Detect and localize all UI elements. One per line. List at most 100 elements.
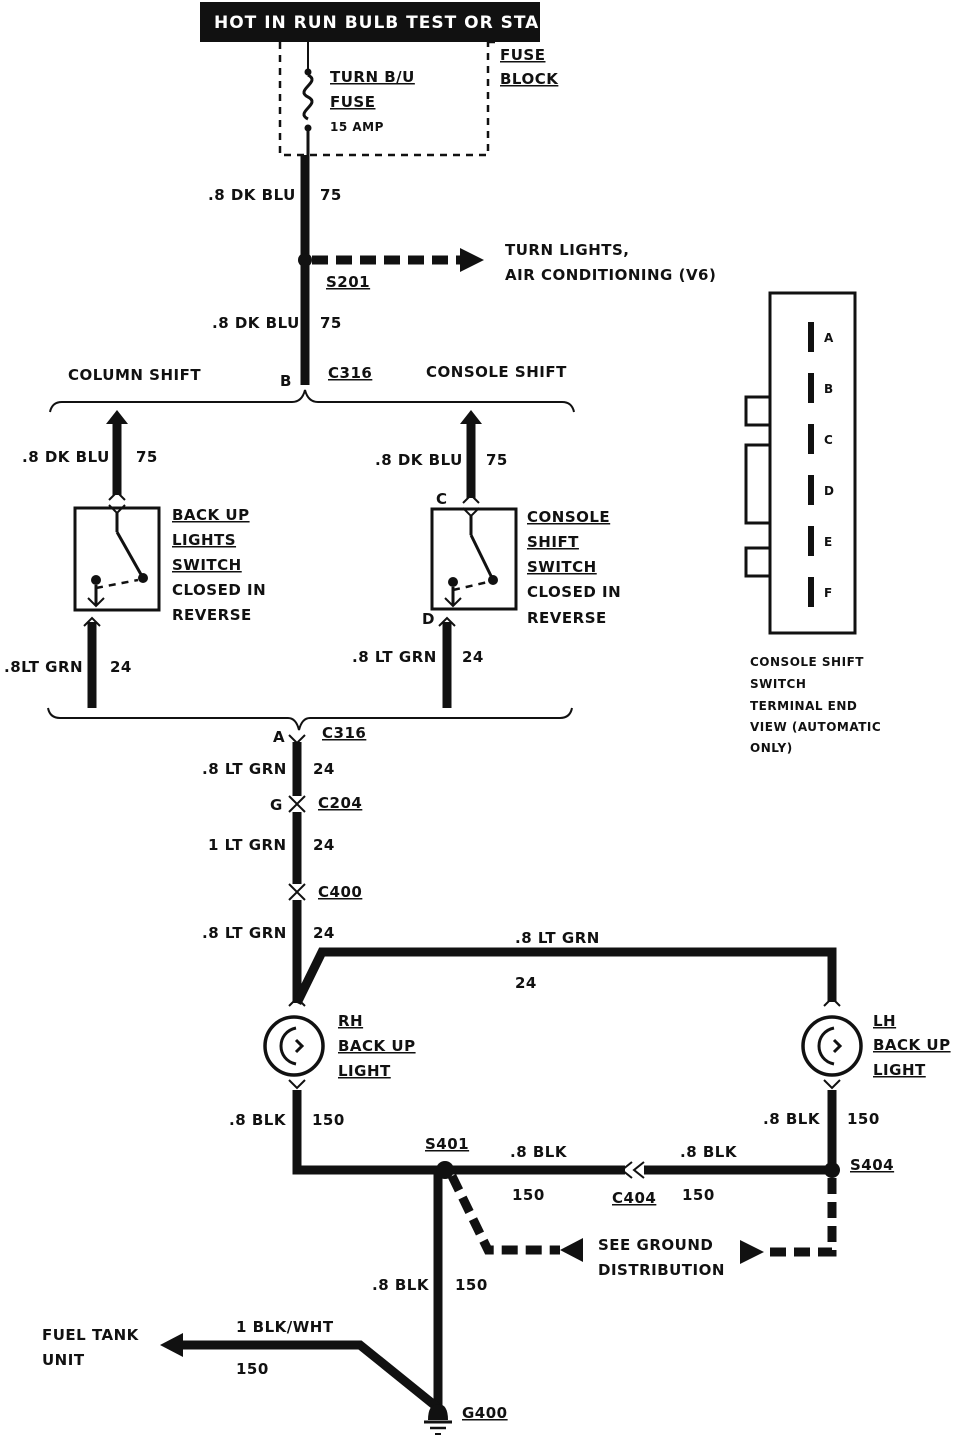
fuel-tank-line2: UNIT	[42, 1351, 85, 1369]
backup-switch-line4: CLOSED IN	[172, 581, 266, 599]
terminal-end-view-connector	[744, 291, 857, 635]
c400-label: C400	[318, 883, 362, 901]
terminal-pin-f-label: F	[824, 586, 833, 600]
rh-backup-light-icon	[263, 996, 325, 1090]
console-switch-line4: CLOSED IN	[527, 583, 621, 601]
console-switch-contact-icon	[444, 507, 498, 608]
c404-label: C404	[612, 1189, 656, 1207]
backup-lights-switch-box	[73, 506, 161, 612]
wire-8-circuit: 24	[313, 836, 335, 854]
fuse-name-line2: FUSE	[330, 93, 375, 111]
c316-bottom-pin: A	[273, 728, 285, 746]
wire-5-gauge: .8LT GRN	[4, 658, 83, 676]
see-ground-line2: DISTRIBUTION	[598, 1261, 725, 1279]
wire-16-circuit: 150	[236, 1360, 269, 1378]
lh-light-line3: LIGHT	[873, 1061, 926, 1079]
lh-light-line1: LH	[873, 1012, 896, 1030]
wire-11-circuit: 150	[312, 1111, 345, 1129]
rh-light-line1: RH	[338, 1012, 363, 1030]
fuse-name-line1: TURN B/U	[330, 68, 415, 86]
wire-lt-grn-10	[292, 947, 837, 1005]
terminal-pin-a-blade	[808, 322, 814, 352]
terminal-pin-e-blade	[808, 526, 814, 556]
wire-1-circuit: 75	[320, 186, 342, 204]
backup-switch-line2: LIGHTS	[172, 531, 236, 549]
fuse-rating: 15 AMP	[330, 120, 384, 134]
c204-label: C204	[318, 794, 362, 812]
wire-4-gauge: .8 DK BLU	[375, 451, 463, 469]
rh-light-line3: LIGHT	[338, 1062, 391, 1080]
fuse-block	[278, 40, 498, 157]
console-switch-line2: SHIFT	[527, 533, 579, 551]
wire-11-gauge: .8 BLK	[229, 1111, 287, 1129]
wire-7-circuit: 24	[313, 760, 335, 778]
terminal-pin-d-label: D	[824, 484, 834, 498]
console-switch-line5: REVERSE	[527, 609, 607, 627]
wire-13-gauge: .8 BLK	[680, 1143, 738, 1161]
ground-left-arrow-icon	[560, 1238, 583, 1262]
wire-16-gauge: 1 BLK/WHT	[236, 1318, 334, 1336]
column-top-arrow-icon	[106, 410, 128, 424]
wire-2-circuit: 75	[320, 314, 342, 332]
terminal-caption-line1: CONSOLE SHIFT	[750, 655, 864, 669]
terminal-pin-c-blade	[808, 424, 814, 454]
terminal-pin-b-label: B	[824, 382, 834, 396]
fuse-element-icon	[302, 42, 314, 155]
c204-connector-icon	[288, 795, 306, 813]
c316-top-label: C316	[328, 364, 372, 382]
power-banner-text: HOT IN RUN BULB TEST OR START	[214, 13, 565, 33]
console-top-arrow-icon	[460, 410, 482, 424]
c316-bottom-label: C316	[322, 724, 366, 742]
fuse-block-label-line1: FUSE	[500, 46, 545, 64]
power-banner	[200, 2, 540, 42]
console-switch-line1: CONSOLE	[527, 508, 610, 526]
s401-ground-branch-wire	[447, 1174, 560, 1255]
ground-right-arrow-icon	[740, 1240, 764, 1264]
destination-line1: TURN LIGHTS,	[505, 241, 629, 259]
wire-6-gauge: .8 LT GRN	[352, 648, 437, 666]
terminal-caption-line3: TERMINAL END	[750, 699, 857, 713]
console-switch-pin-d: D	[422, 610, 435, 628]
wire-1-gauge: .8 DK BLU	[208, 186, 296, 204]
lh-backup-light-icon	[801, 996, 863, 1090]
lh-light-line2: BACK UP	[873, 1036, 951, 1054]
wire-8-gauge: 1 LT GRN	[208, 836, 287, 854]
fuel-tank-line1: FUEL TANK	[42, 1326, 140, 1344]
c404-connector-icon	[620, 1161, 645, 1179]
wire-14-circuit: 150	[847, 1110, 880, 1128]
terminal-caption-line5: ONLY)	[750, 741, 793, 755]
terminal-pin-b-blade	[808, 373, 814, 403]
wire-15-gauge: .8 BLK	[372, 1276, 430, 1294]
see-ground-line1: SEE GROUND	[598, 1236, 713, 1254]
wire-blk-wht-16	[180, 1340, 441, 1412]
terminal-pin-e-label: E	[824, 535, 833, 549]
bottom-brace	[47, 707, 573, 731]
wire-9-circuit: 24	[313, 924, 335, 942]
s404-ground-branch-wire	[765, 1178, 837, 1257]
rh-light-line2: BACK UP	[338, 1037, 416, 1055]
fuse-block-label-line2: BLOCK	[500, 70, 559, 88]
wire-13-circuit: 150	[682, 1186, 715, 1204]
wire-14-gauge: .8 BLK	[763, 1110, 821, 1128]
terminal-pin-f-blade	[808, 577, 814, 607]
top-brace	[49, 389, 575, 413]
fuel-tank-arrow-icon	[160, 1333, 183, 1357]
console-shift-switch-box	[430, 507, 518, 611]
wire-blk-11	[292, 1090, 445, 1175]
s404-splice-dot	[824, 1162, 840, 1178]
console-switch-pin-c: C	[436, 490, 448, 508]
wire-12-circuit: 150	[512, 1186, 545, 1204]
wire-12-gauge: .8 BLK	[510, 1143, 568, 1161]
wire-10-gauge: .8 LT GRN	[515, 929, 600, 947]
terminal-pin-a-label: A	[824, 331, 834, 345]
console-switch-line3: SWITCH	[527, 558, 597, 576]
c400-connector-icon	[288, 883, 306, 901]
wire-2-gauge: .8 DK BLU	[212, 314, 300, 332]
g400-ground-icon	[424, 1404, 452, 1435]
backup-switch-line3: SWITCH	[172, 556, 242, 574]
backup-switch-line1: BACK UP	[172, 506, 250, 524]
wire-7-gauge: .8 LT GRN	[202, 760, 287, 778]
s201-label: S201	[326, 273, 370, 291]
